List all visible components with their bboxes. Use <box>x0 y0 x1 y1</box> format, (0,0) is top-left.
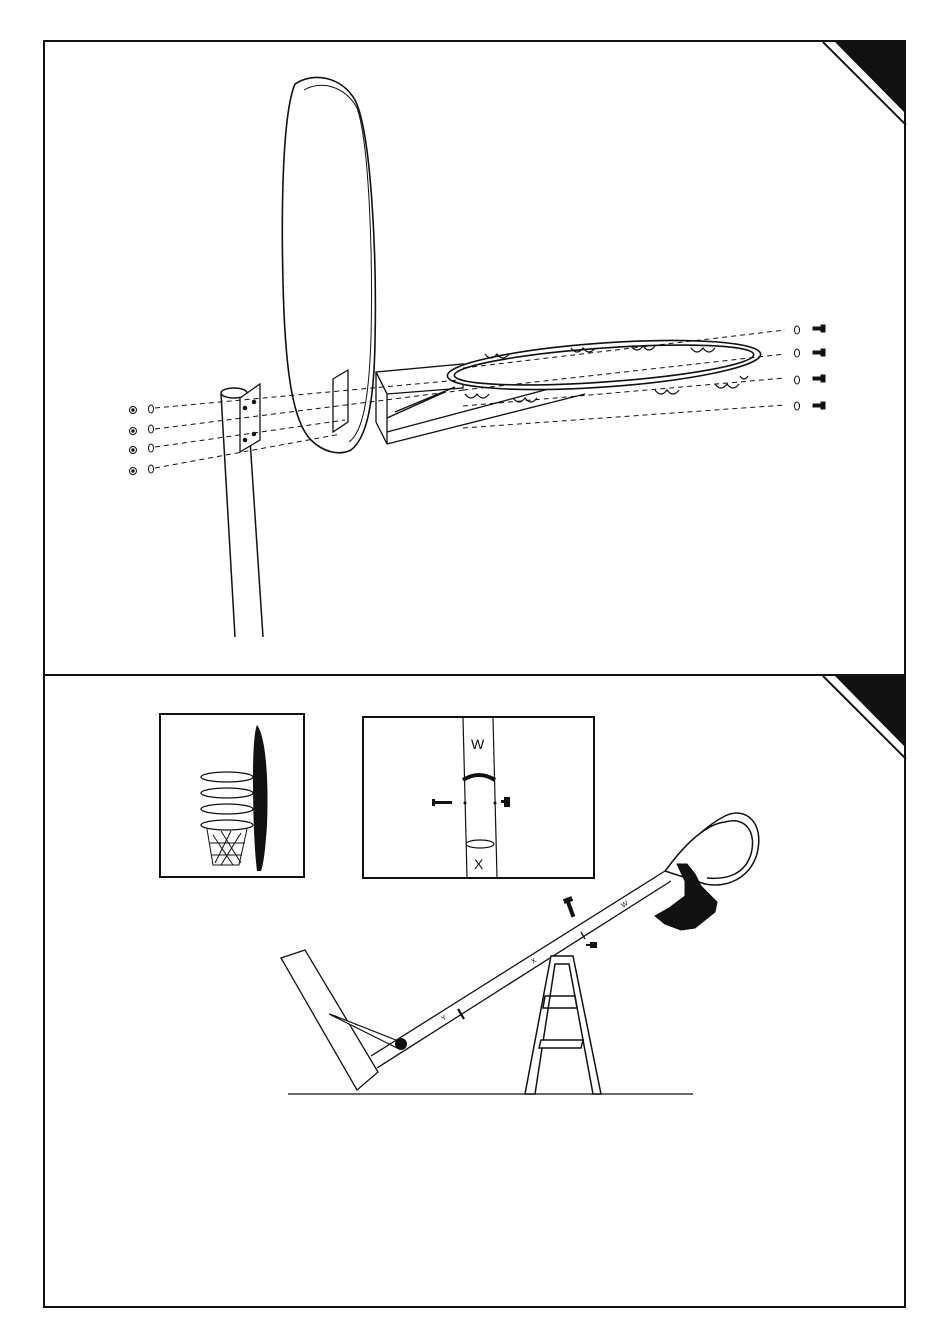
pole-joint-band <box>463 775 495 780</box>
nut-icon <box>130 407 137 475</box>
base <box>281 950 378 1090</box>
pole-mark-x: X <box>530 957 538 966</box>
sawhorse <box>525 956 601 1094</box>
inset-rim-stack <box>159 713 305 878</box>
backboard-rim-diagram <box>45 42 908 678</box>
pole-lower-opening <box>466 840 494 848</box>
inset-pole-joint: W X <box>362 716 595 879</box>
backboard-mount-plate <box>333 370 348 432</box>
bolts-washers-right <box>795 325 826 410</box>
inset-nut-icon <box>501 797 510 807</box>
backboard <box>282 77 375 452</box>
pole-mark-y: Y <box>440 1014 448 1023</box>
pole-bolt-icon <box>564 897 575 917</box>
step-number-corner-tab <box>823 676 906 759</box>
basketball-rim <box>446 332 762 398</box>
pivot-pin <box>395 1038 407 1050</box>
washer-icon <box>149 405 154 473</box>
step-panel-backboard-rim <box>43 40 906 676</box>
nuts-washers-left <box>130 405 154 475</box>
inset-bolt-icon <box>432 799 452 806</box>
rim-frame <box>665 813 759 885</box>
washer-icon <box>795 326 800 410</box>
step-number-corner-tab <box>823 42 906 125</box>
pole-nut-icon <box>586 942 597 948</box>
rim-stack-illustration <box>161 715 303 876</box>
pole-section-label-upper: W <box>471 736 484 752</box>
step-panel-pole-assembly: Y X W <box>43 674 906 1308</box>
backboard-silhouette <box>253 725 268 871</box>
bolt-icon <box>813 325 825 409</box>
pole-section-label-lower: X <box>474 856 483 872</box>
